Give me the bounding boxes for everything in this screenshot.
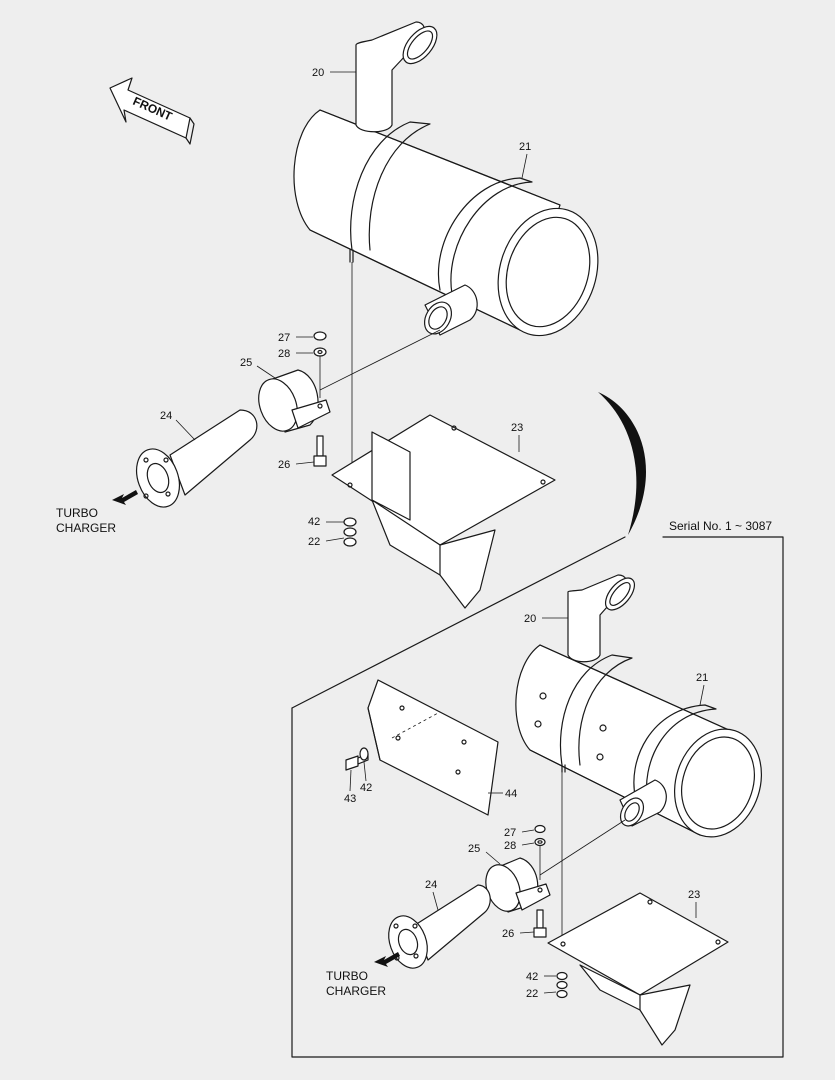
bracket [331,414,556,609]
callout-26-b: 26 [502,928,514,940]
callout-42-b: 42 [526,971,538,983]
callout-23: 23 [511,422,523,434]
outlet-pipe [423,284,478,336]
callout-27-b: 27 [504,827,516,839]
bolt-top [313,435,327,467]
callout-44: 44 [505,788,517,800]
turbo-label-2: TURBO [326,969,368,983]
callout-20: 20 [312,67,324,79]
nut-washer-top [313,331,327,398]
callouts-top: 20 21 27 28 25 24 23 26 42 22 [160,67,531,548]
bottom-assembly: TURBO CHARGER 20 21 27 28 25 [326,574,763,1046]
bolt-bottom [533,909,547,938]
exhaust-stack [355,21,438,133]
muffler-body-2 [515,644,763,838]
washers-top [343,517,357,547]
callout-24-b: 24 [425,879,437,891]
clamp [258,369,331,433]
serial-label: Serial No. 1 ~ 3087 [669,519,772,533]
front-arrow-icon: FRONT [109,77,195,145]
callout-21-b: 21 [696,672,708,684]
nut-washer-bottom [534,824,546,880]
callout-22-b: 22 [526,988,538,1000]
callout-20-b: 20 [524,613,536,625]
charger-label: CHARGER [56,521,116,535]
callout-23-b: 23 [688,889,700,901]
callouts-bottom: 20 21 27 28 25 24 23 26 42 22 42 43 44 [344,613,708,1000]
callout-27: 27 [278,332,290,344]
callout-25: 25 [240,357,252,369]
turbo-label: TURBO [56,506,98,520]
intake-pipe-2 [388,884,491,969]
callout-42-c: 42 [360,782,372,794]
serial-box: Serial No. 1 ~ 3087 [291,519,784,1058]
top-assembly: TURBO CHARGER 20 21 27 28 [56,21,599,609]
transition-arrow-icon [598,392,647,535]
callout-26: 26 [278,459,290,471]
intake-pipe [135,409,258,508]
charger-label-2: CHARGER [326,984,386,998]
heat-shield [367,679,499,816]
callout-42: 42 [308,516,320,528]
callout-25-b: 25 [468,843,480,855]
exhaust-stack-2 [567,574,636,663]
callout-21: 21 [519,141,531,153]
bolt-washer-shield [345,747,369,771]
turbo-arrow-icon-2 [374,952,400,967]
clamp-2 [485,857,551,913]
callout-22: 22 [308,536,320,548]
outlet-pipe-2 [619,779,667,827]
callout-43: 43 [344,793,356,805]
bracket-2 [547,892,729,1046]
turbo-arrow-icon [112,490,138,505]
callout-28-b: 28 [504,840,516,852]
callout-24: 24 [160,410,172,422]
washers-bottom [556,971,568,999]
callout-28: 28 [278,348,290,360]
